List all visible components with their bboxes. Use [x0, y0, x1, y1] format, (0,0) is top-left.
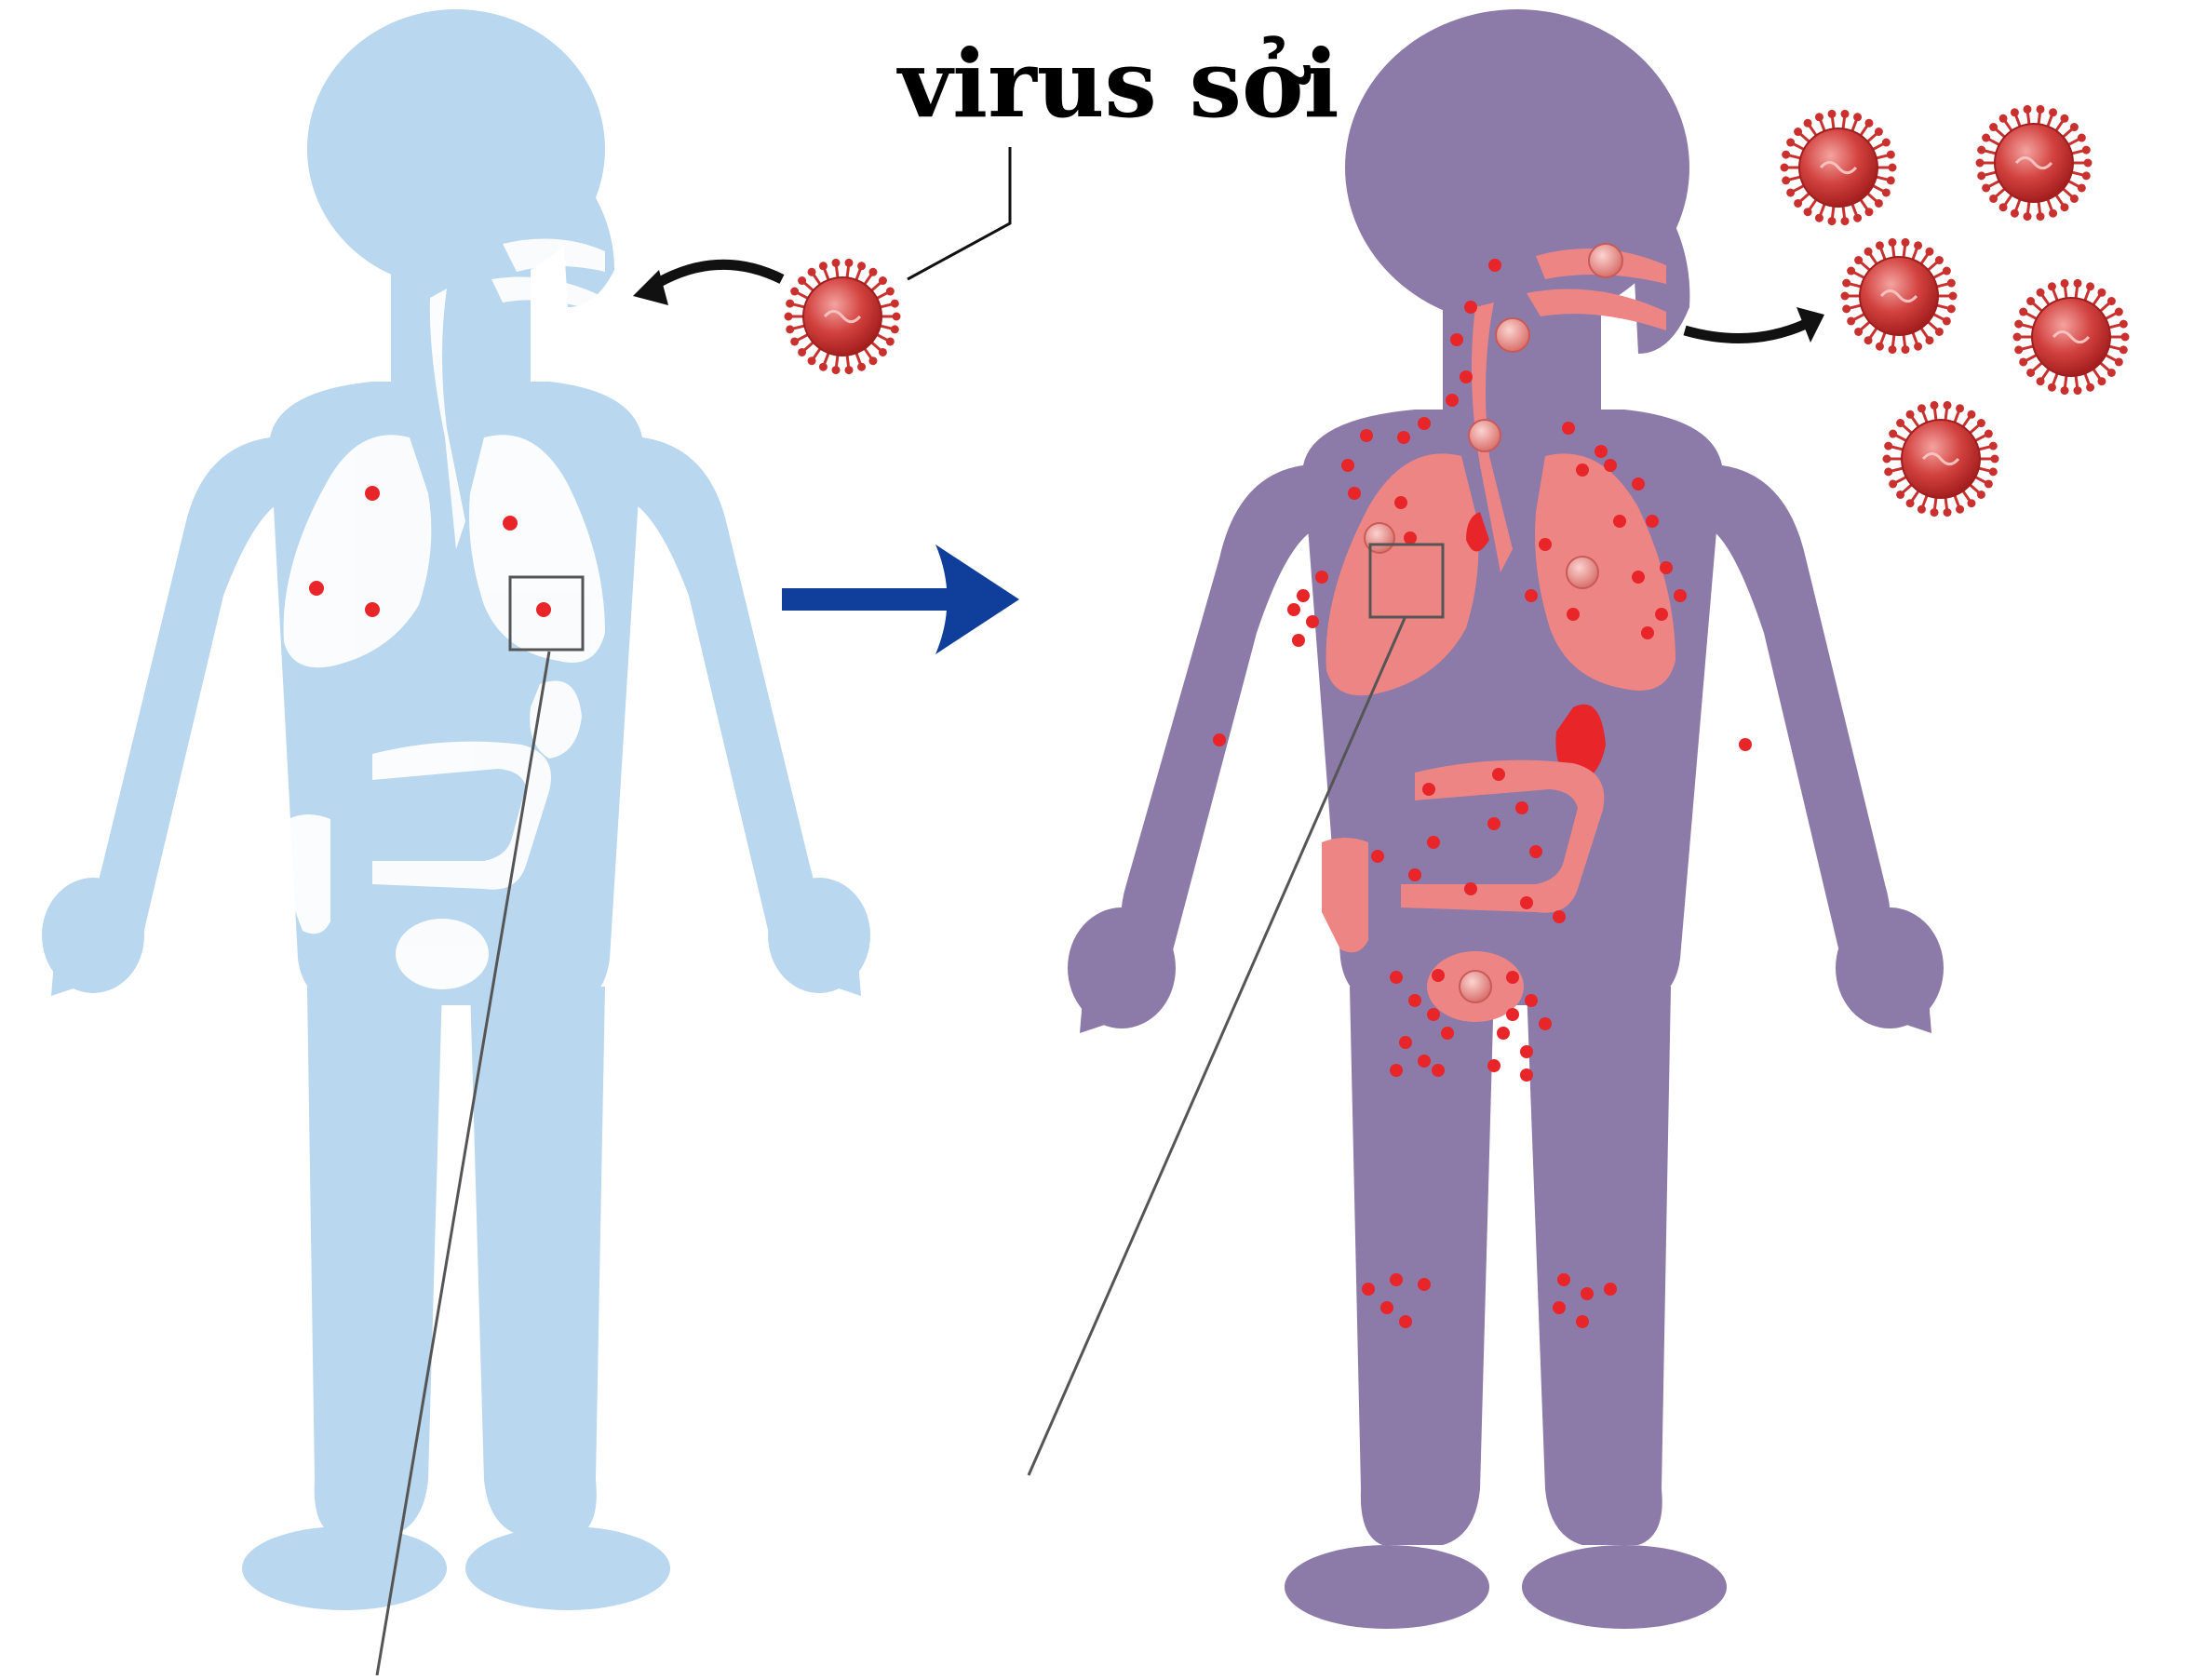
- infection-dot: [1371, 850, 1384, 863]
- infection-dot: [1492, 768, 1505, 781]
- infected-child-silhouette: [1068, 9, 1944, 1629]
- healthy-child-silhouette: [42, 9, 870, 1610]
- infection-dot: [1418, 1278, 1431, 1291]
- infection-dot: [1515, 801, 1528, 814]
- exit-curved-arrow-icon: [1683, 307, 1824, 344]
- infection-dot: [1604, 459, 1617, 472]
- infection-dot: [1292, 634, 1305, 647]
- infection-dot: [1432, 969, 1445, 982]
- virus-icon: [1975, 104, 2093, 222]
- infection-dot: [1539, 1017, 1552, 1030]
- infection-dot: [1539, 538, 1552, 551]
- infection-dot: [1432, 1064, 1445, 1077]
- infection-dot: [1660, 561, 1673, 574]
- infection-dot: [1487, 1059, 1500, 1072]
- infection-dot: [1641, 626, 1654, 639]
- infection-dot: [1306, 615, 1319, 628]
- infection-dot: [1441, 1027, 1454, 1040]
- infection-dot: [1380, 1301, 1393, 1314]
- infection-dot: [1397, 431, 1410, 444]
- infection-dot: [1348, 487, 1361, 500]
- infection-dot: [1553, 910, 1566, 923]
- infected-zoom-box: [1027, 543, 1445, 1476]
- infection-dot: [1632, 571, 1645, 584]
- infection-dot: [1557, 1273, 1570, 1286]
- progress-right-arrow-icon: [782, 544, 1019, 654]
- infection-dot: [1520, 1045, 1533, 1058]
- infection-dot: [1604, 1283, 1617, 1296]
- infection-dot: [1362, 1283, 1375, 1296]
- virus-icon: [784, 258, 901, 375]
- infection-dot: [1525, 589, 1538, 602]
- infection-dot: [1497, 1027, 1510, 1040]
- infection-dot: [1632, 477, 1645, 491]
- infection-dot: [1520, 1068, 1533, 1082]
- infection-dot: [1399, 1036, 1412, 1049]
- infection-dot: [1464, 882, 1477, 895]
- infection-dot: [1446, 394, 1459, 407]
- infection-dot: [1739, 738, 1752, 751]
- virus-icon: [1840, 237, 1958, 355]
- infection-dot: [1399, 1315, 1412, 1328]
- infection-dot: [1576, 1315, 1589, 1328]
- infection-dot: [1341, 459, 1354, 472]
- infection-dot: [1506, 971, 1519, 984]
- virus-particles: [784, 104, 2130, 517]
- infection-dot: [1408, 994, 1421, 1007]
- healthy-zoom-box: [375, 575, 585, 1676]
- infection-dot: [1394, 496, 1407, 509]
- infection-dot: [1464, 301, 1477, 314]
- infection-dot: [1567, 608, 1580, 621]
- infection-dot: [1422, 783, 1435, 796]
- infection-dot: [1427, 836, 1440, 849]
- infection-dot: [1553, 1301, 1566, 1314]
- infection-dot: [1562, 422, 1575, 435]
- infection-dot: [1655, 608, 1668, 621]
- infection-dot: [1487, 817, 1500, 830]
- infection-dot: [1418, 417, 1431, 430]
- infection-dot: [1520, 896, 1533, 909]
- virus-icon: [1882, 400, 1999, 517]
- entry-curved-arrow-icon: [633, 259, 785, 305]
- infection-dot: [1488, 259, 1501, 272]
- infection-dot: [1418, 1055, 1431, 1068]
- infection-dot: [1360, 429, 1373, 442]
- infection-dot: [1427, 1008, 1440, 1021]
- infection-dot: [1674, 589, 1687, 602]
- infection-dot: [1315, 571, 1328, 584]
- infection-dot: [1525, 994, 1538, 1007]
- infection-dot: [1390, 971, 1403, 984]
- infection-dot: [1287, 603, 1300, 616]
- infection-dot: [1576, 464, 1589, 477]
- virus-icon: [2012, 278, 2130, 396]
- infection-dot: [1297, 589, 1310, 602]
- infection-dot: [1390, 1273, 1403, 1286]
- infection-dot: [1408, 868, 1421, 881]
- infection-dot: [1613, 515, 1626, 528]
- infection-dot: [1581, 1287, 1594, 1300]
- label-leader-line: [907, 147, 1012, 281]
- infection-dot: [1595, 445, 1608, 458]
- infection-dot: [1646, 515, 1659, 528]
- infected-infection-dots: [1213, 259, 1752, 1328]
- healthy-organs: [283, 238, 605, 989]
- infection-dot: [1450, 333, 1463, 346]
- infection-dot: [1213, 733, 1226, 746]
- infection-dot: [1506, 1008, 1519, 1021]
- infection-dot: [1390, 1064, 1403, 1077]
- infected-spots: [1466, 512, 1489, 552]
- healthy-infection-dots: [309, 486, 551, 617]
- infection-dot: [1460, 370, 1473, 383]
- infection-dot: [1404, 531, 1417, 544]
- virus-label: virus sởi: [898, 29, 1339, 139]
- infection-dot: [1529, 845, 1542, 858]
- virus-icon: [1780, 109, 1897, 226]
